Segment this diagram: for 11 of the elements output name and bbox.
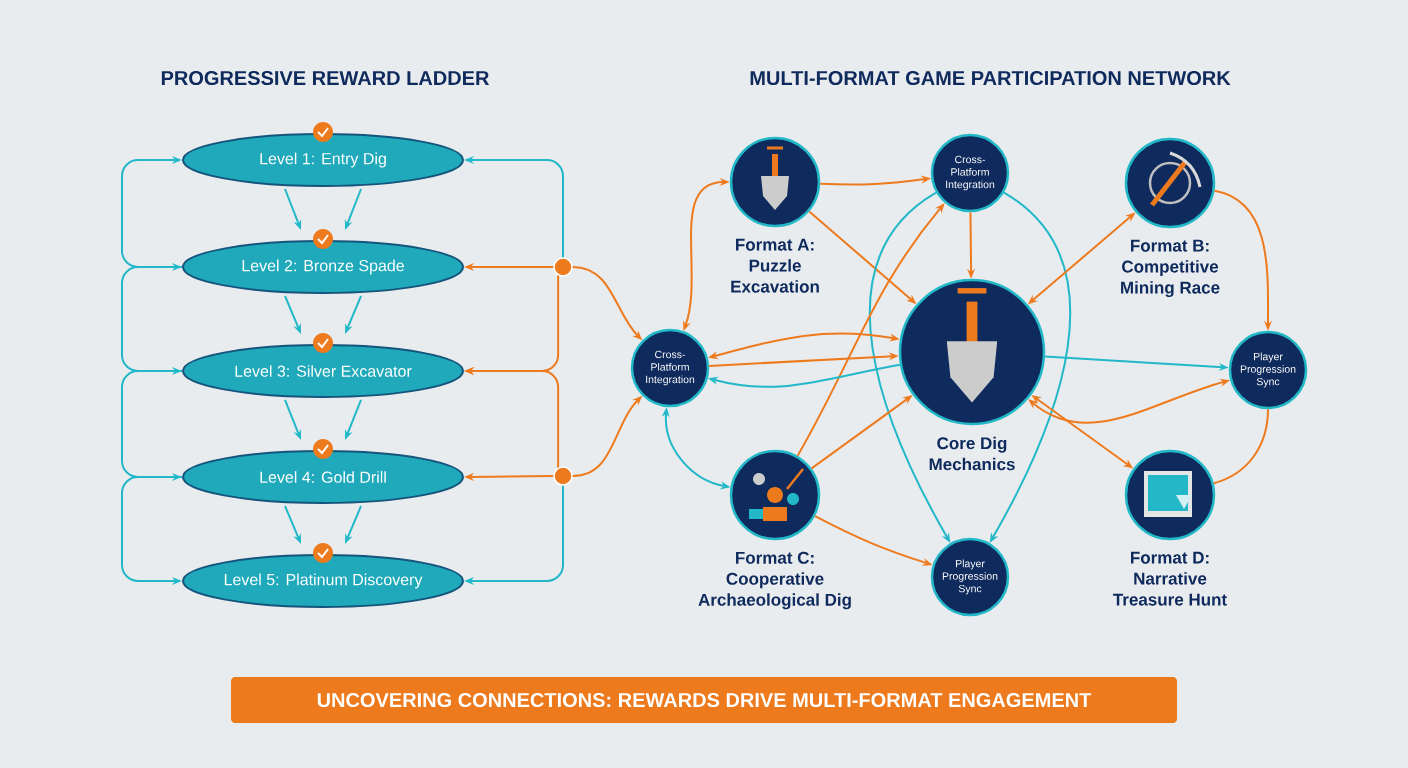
format-label: Format D: Narrative Treasure Hunt <box>1113 551 1227 606</box>
banner: UNCOVERING CONNECTIONS: REWARDS DRIVE MULTI-FORMAT ENGAGEMENT <box>231 677 1177 723</box>
junction-dot <box>553 257 573 277</box>
format-label: Format B: Competitive Mining Race <box>1121 239 1220 298</box>
heading: MULTI-FORMAT GAME PARTICIPATION NETWORK <box>750 70 1231 86</box>
format-label: Format A: Puzzle Excavation <box>731 238 819 293</box>
arrow <box>796 203 945 457</box>
format-label: Core Dig Mechanics <box>929 436 1015 471</box>
junction-dot <box>553 466 573 486</box>
format-label: Format C: Cooperative Archaeological Dig <box>698 551 851 610</box>
heading: PROGRESSIVE REWARD LADDER <box>161 70 490 86</box>
